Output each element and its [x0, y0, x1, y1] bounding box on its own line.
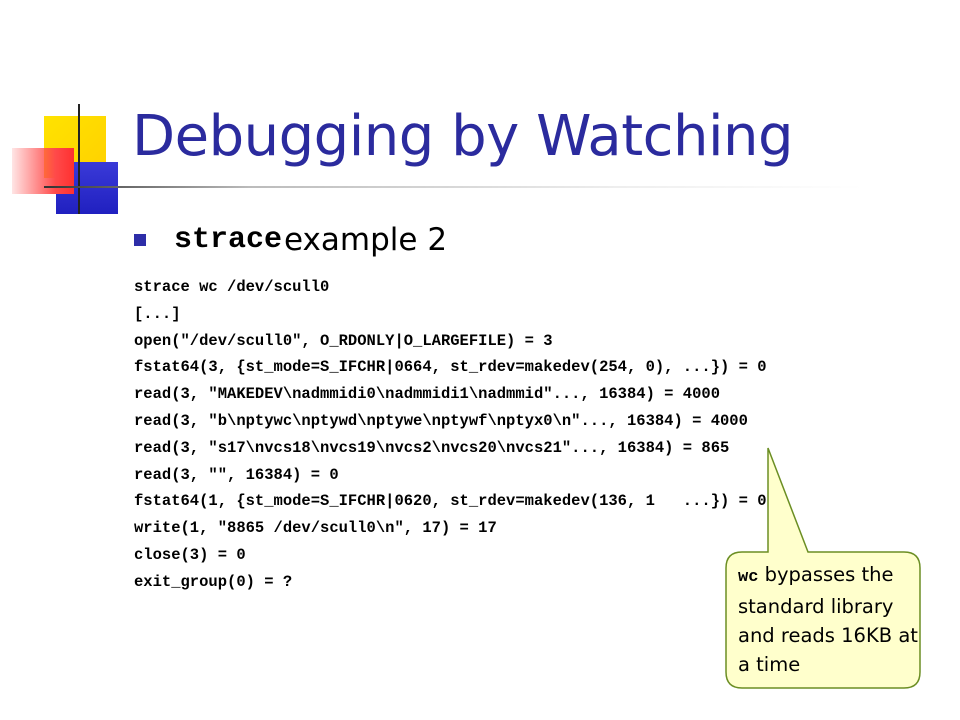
- slide-title: Debugging by Watching: [132, 104, 794, 169]
- code-line: fstat64(1, {st_mode=S_IFCHR|0620, st_rde…: [134, 492, 767, 511]
- callout-text: bypasses the standard library and reads …: [738, 563, 918, 676]
- code-line: strace wc /dev/scull0: [134, 278, 330, 296]
- code-line: [...]: [134, 304, 181, 323]
- bullet-square-icon: [134, 234, 146, 246]
- strace-output-block: strace wc /dev/scull0 [...] open("/dev/s…: [134, 274, 767, 596]
- code-line: open("/dev/scull0", O_RDONLY|O_LARGEFILE…: [134, 331, 553, 350]
- code-line: read(3, "s17\nvcs18\nvcs19\nvcs2\nvcs20\…: [134, 438, 730, 457]
- callout-code: wc: [738, 568, 759, 587]
- code-line: read(3, "MAKEDEV\nadmmidi0\nadmmidi1\nad…: [134, 385, 720, 404]
- bullet-item: strace example 2: [134, 222, 447, 258]
- code-line: fstat64(3, {st_mode=S_IFCHR|0664, st_rde…: [134, 358, 767, 377]
- code-line: write(1, "8865 /dev/scull0\n", 17) = 17: [134, 519, 497, 538]
- callout-note: wc bypasses the standard library and rea…: [738, 560, 918, 679]
- code-line: read(3, "", 16384) = 0: [134, 465, 339, 484]
- bullet-code-text: strace: [174, 223, 283, 257]
- code-line: read(3, "b\nptywc\nptywd\nptywe\nptywf\n…: [134, 411, 748, 430]
- code-line: exit_group(0) = ?: [134, 572, 293, 591]
- code-line: close(3) = 0: [134, 545, 246, 564]
- title-underline-rule: [44, 186, 864, 188]
- vertical-rule-decoration: [78, 104, 80, 214]
- bullet-text: example 2: [284, 222, 448, 258]
